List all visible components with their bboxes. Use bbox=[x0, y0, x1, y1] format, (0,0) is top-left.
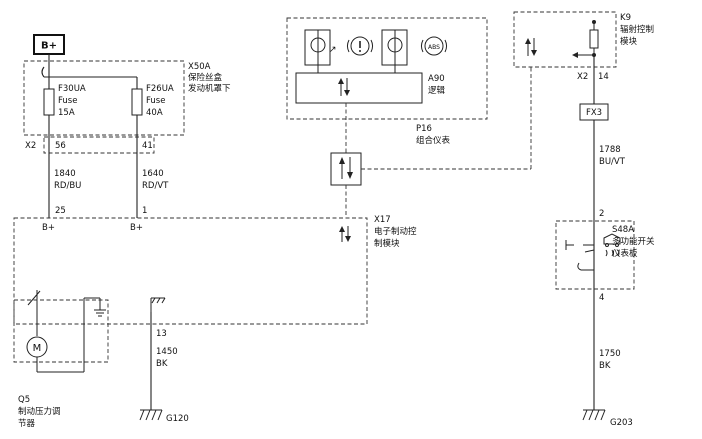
svg-text:X2: X2 bbox=[25, 141, 36, 151]
fuse-block-x50a: F30UA Fuse 15A F26UA Fuse 40A X50A 保险丝盒 … bbox=[23, 60, 231, 218]
svg-text:56: 56 bbox=[55, 141, 66, 151]
tire-lamp bbox=[381, 29, 408, 73]
svg-text:2: 2 bbox=[599, 209, 604, 219]
svg-text:Fuse: Fuse bbox=[146, 96, 165, 106]
svg-text:辐射控制: 辐射控制 bbox=[620, 24, 654, 35]
svg-text:ABS: ABS bbox=[428, 44, 440, 51]
svg-text:电子制动控: 电子制动控 bbox=[374, 226, 417, 237]
serial-data-arrows-icon bbox=[339, 226, 351, 242]
svg-text:M: M bbox=[33, 343, 42, 354]
svg-text:A90: A90 bbox=[428, 74, 445, 84]
serial-data-arrows-icon bbox=[338, 78, 350, 96]
svg-text:制模块: 制模块 bbox=[374, 238, 400, 249]
svg-text:S48A: S48A bbox=[612, 225, 634, 235]
svg-text:G120: G120 bbox=[166, 414, 189, 424]
svg-text:仪表板: 仪表板 bbox=[612, 248, 638, 259]
serial-data-arrows-icon bbox=[525, 38, 537, 56]
svg-text:4: 4 bbox=[599, 293, 604, 303]
svg-text:BK: BK bbox=[156, 359, 168, 369]
ground-g120: G120 bbox=[139, 409, 189, 424]
svg-text:BU/VT: BU/VT bbox=[599, 157, 626, 167]
svg-text:RD/VT: RD/VT bbox=[142, 181, 169, 191]
svg-text:X2: X2 bbox=[577, 72, 588, 82]
radio-module-k9: K9 辐射控制 模块 X2 14 bbox=[513, 11, 654, 82]
cluster-logic-a90 bbox=[295, 72, 423, 104]
abs-lamp: ↗ bbox=[304, 29, 337, 73]
svg-text:B+: B+ bbox=[41, 41, 57, 52]
svg-text:X50A: X50A bbox=[188, 62, 211, 72]
svg-text:14: 14 bbox=[598, 72, 609, 82]
splice-fx3: FX3 bbox=[579, 103, 609, 121]
connector-symbol-icon bbox=[565, 240, 574, 250]
svg-text:Q5: Q5 bbox=[18, 395, 30, 405]
svg-text:41: 41 bbox=[142, 141, 153, 151]
svg-text:BK: BK bbox=[599, 361, 611, 371]
svg-text:P16: P16 bbox=[416, 124, 432, 134]
svg-text:40A: 40A bbox=[146, 108, 163, 118]
svg-text:15A: 15A bbox=[58, 108, 75, 118]
pump-q5: M Q5 制动压力调 节器 bbox=[13, 298, 109, 429]
svg-text:X17: X17 bbox=[374, 215, 391, 225]
fuse-f30ua bbox=[43, 88, 55, 116]
svg-text:保险丝盒: 保险丝盒 bbox=[188, 72, 223, 83]
battery-terminal: B+ bbox=[33, 34, 65, 65]
svg-text:B+: B+ bbox=[130, 223, 143, 233]
svg-text:1788: 1788 bbox=[599, 145, 621, 155]
svg-text:制动压力调: 制动压力调 bbox=[18, 406, 61, 417]
fuse-f26ua bbox=[131, 88, 143, 116]
svg-text:多功能开关: 多功能开关 bbox=[612, 236, 655, 247]
serial-data-bus bbox=[330, 67, 532, 218]
svg-text:1640: 1640 bbox=[142, 169, 164, 179]
svg-text:1750: 1750 bbox=[599, 349, 621, 359]
svg-text:13: 13 bbox=[156, 329, 167, 339]
brake-warning-icon bbox=[347, 36, 373, 56]
momentary-switch-icon bbox=[577, 262, 594, 271]
wire-1840: 1840 RD/BU bbox=[54, 169, 81, 191]
instrument-cluster: ↗ ABS A90 逻辑 P16 组合仪表 bbox=[286, 17, 488, 146]
svg-text:节器: 节器 bbox=[18, 419, 36, 429]
svg-text:G203: G203 bbox=[610, 418, 633, 428]
svg-text:F26UA: F26UA bbox=[146, 84, 174, 94]
svg-text:1450: 1450 bbox=[156, 347, 178, 357]
svg-text:发动机罩下: 发动机罩下 bbox=[188, 83, 231, 94]
switch-panel-s48a: 2 4 S48A 多功能开关 仪表板 bbox=[555, 209, 655, 303]
abs-warning-icon: ABS bbox=[421, 36, 447, 56]
svg-text:组合仪表: 组合仪表 bbox=[416, 135, 451, 146]
svg-text:F30UA: F30UA bbox=[58, 84, 86, 94]
input-arrow-icon bbox=[572, 52, 578, 58]
wire-1450: 1450 BK bbox=[156, 347, 178, 369]
ebcm-module: 25 1 B+ B+ X17 电子制动控 制模块 bbox=[13, 206, 417, 410]
wire-1750: 1750 BK bbox=[599, 349, 621, 371]
svg-text:FX3: FX3 bbox=[586, 108, 602, 118]
pullup-resistor bbox=[589, 29, 599, 49]
svg-text:Fuse: Fuse bbox=[58, 96, 77, 106]
wire-1640: 1640 RD/VT bbox=[142, 169, 169, 191]
lamp-rays-icon: ↗ bbox=[329, 45, 337, 55]
traction-control-icon bbox=[603, 233, 621, 257]
svg-text:K9: K9 bbox=[620, 13, 631, 23]
chassis-ground-icon bbox=[94, 309, 106, 317]
svg-text:RD/BU: RD/BU bbox=[54, 181, 81, 191]
internal-ground-icon bbox=[150, 297, 166, 312]
ground-g203: G203 bbox=[582, 409, 633, 428]
svg-text:模块: 模块 bbox=[620, 36, 638, 47]
serial-data-splice bbox=[330, 152, 362, 186]
svg-text:B+: B+ bbox=[42, 223, 55, 233]
svg-text:25: 25 bbox=[55, 206, 66, 216]
svg-text:1: 1 bbox=[142, 206, 147, 216]
wire-1788: 1788 BU/VT bbox=[599, 145, 626, 167]
svg-text:逻辑: 逻辑 bbox=[428, 85, 446, 96]
svg-text:1840: 1840 bbox=[54, 169, 76, 179]
